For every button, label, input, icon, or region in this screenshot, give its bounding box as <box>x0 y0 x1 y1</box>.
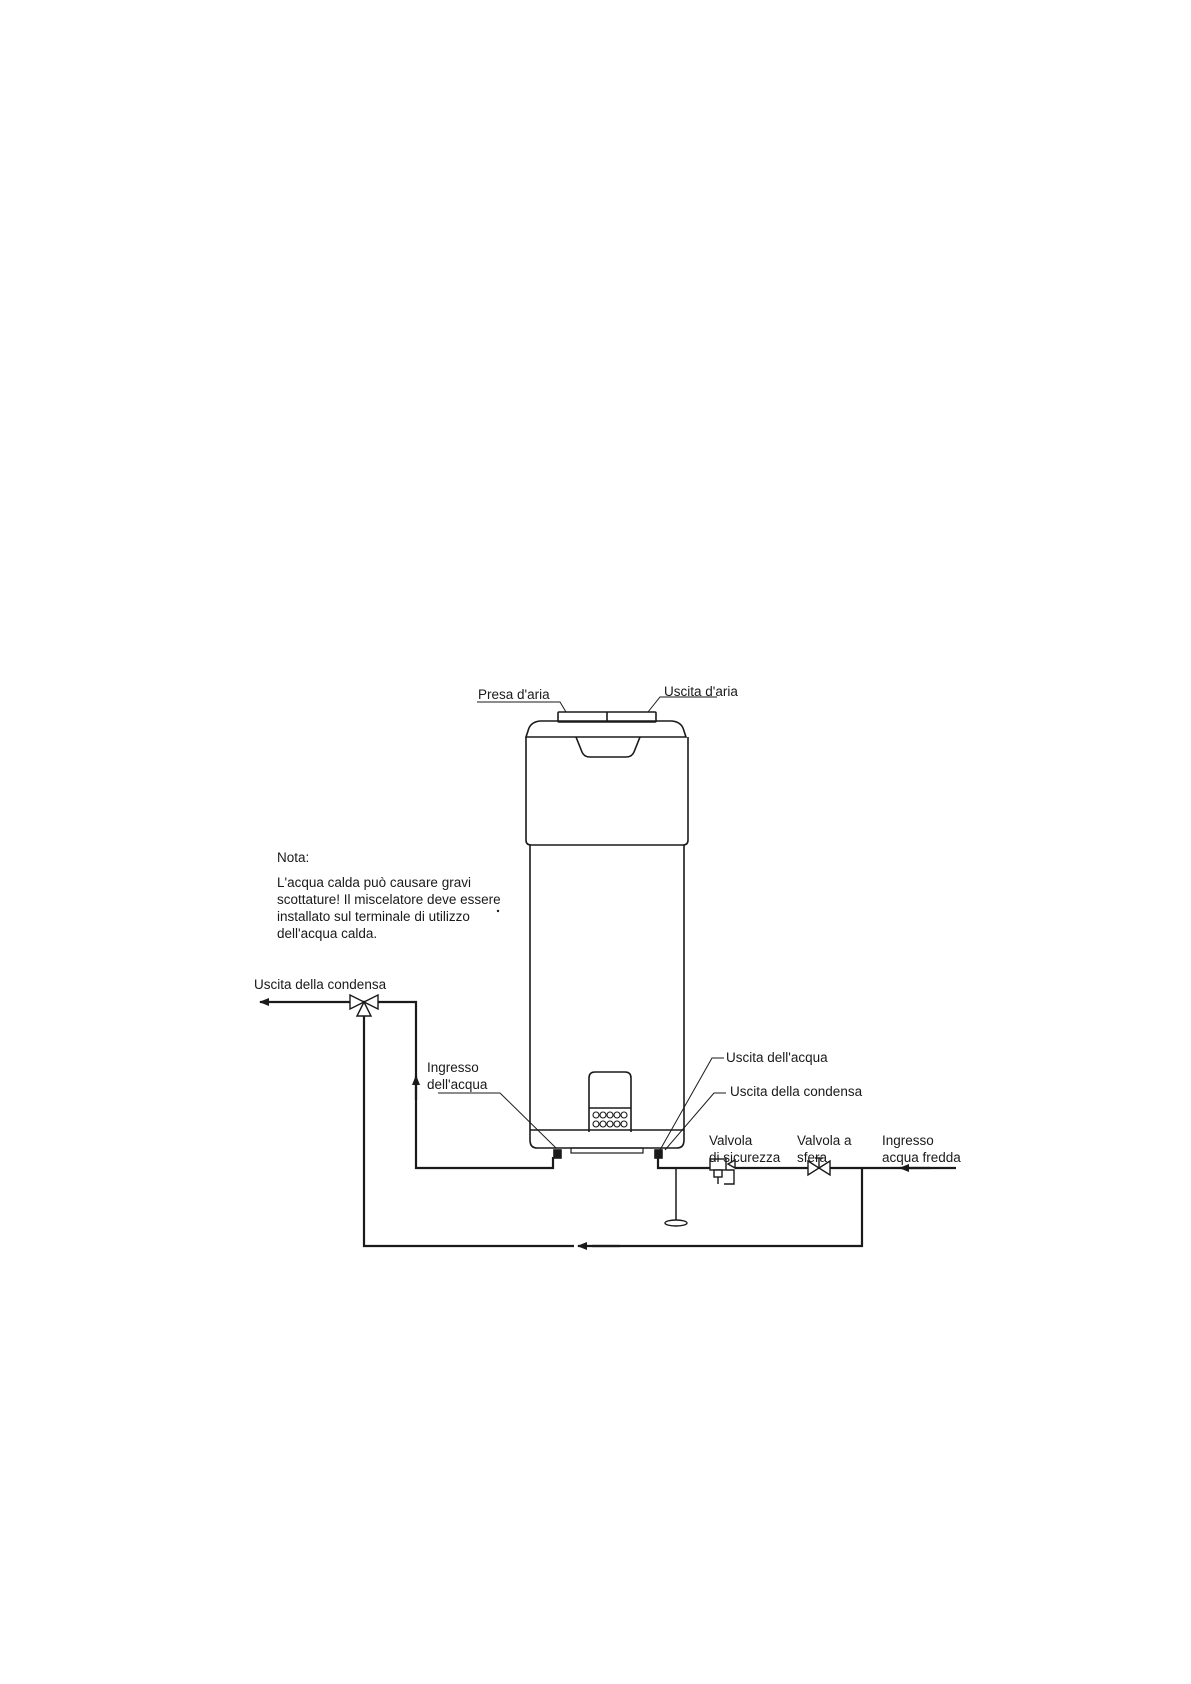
note-line: L'acqua calda può causare gravi <box>277 874 501 891</box>
label-cold-water-inlet: Ingresso acqua fredda <box>882 1132 961 1166</box>
note-line: scottature! Il miscelatore deve essere <box>277 891 501 908</box>
label-water-inlet: Ingresso dell'acqua <box>427 1059 487 1093</box>
tank-body <box>530 845 684 1148</box>
front-panel <box>589 1072 631 1132</box>
water-inlet-port <box>554 1150 561 1158</box>
piping <box>260 1002 956 1246</box>
label-condensate-outlet-left: Uscita della condensa <box>254 976 386 993</box>
label-condensate-outlet-right: Uscita della condensa <box>730 1083 862 1100</box>
drain-funnel <box>665 1220 687 1226</box>
label-air-intake: Presa d'aria <box>478 686 550 703</box>
water-heater-unit <box>526 712 688 1158</box>
note-text: L'acqua calda può causare gravi scottatu… <box>277 874 501 942</box>
mixing-valve <box>350 995 378 1016</box>
vent-holes <box>593 1112 627 1127</box>
label-safety-valve: Valvola di sicurezza <box>709 1132 780 1166</box>
note-line: installato sul terminale di utilizzo <box>277 908 501 925</box>
label-ball-valve: Valvola a sfera <box>797 1132 852 1166</box>
upper-body <box>526 737 688 845</box>
pipe-mixer-loop <box>364 1012 574 1246</box>
top-cap <box>526 721 686 737</box>
top-handle <box>576 737 640 757</box>
label-water-outlet: Uscita dell'acqua <box>726 1049 828 1066</box>
note-title: Nota: <box>277 849 309 866</box>
label-air-outlet: Uscita d'aria <box>664 683 738 700</box>
water-outlet-port <box>655 1150 662 1158</box>
pipe-cold-water-feed <box>658 1157 710 1168</box>
note-line: dell'acqua calda. <box>277 925 501 942</box>
